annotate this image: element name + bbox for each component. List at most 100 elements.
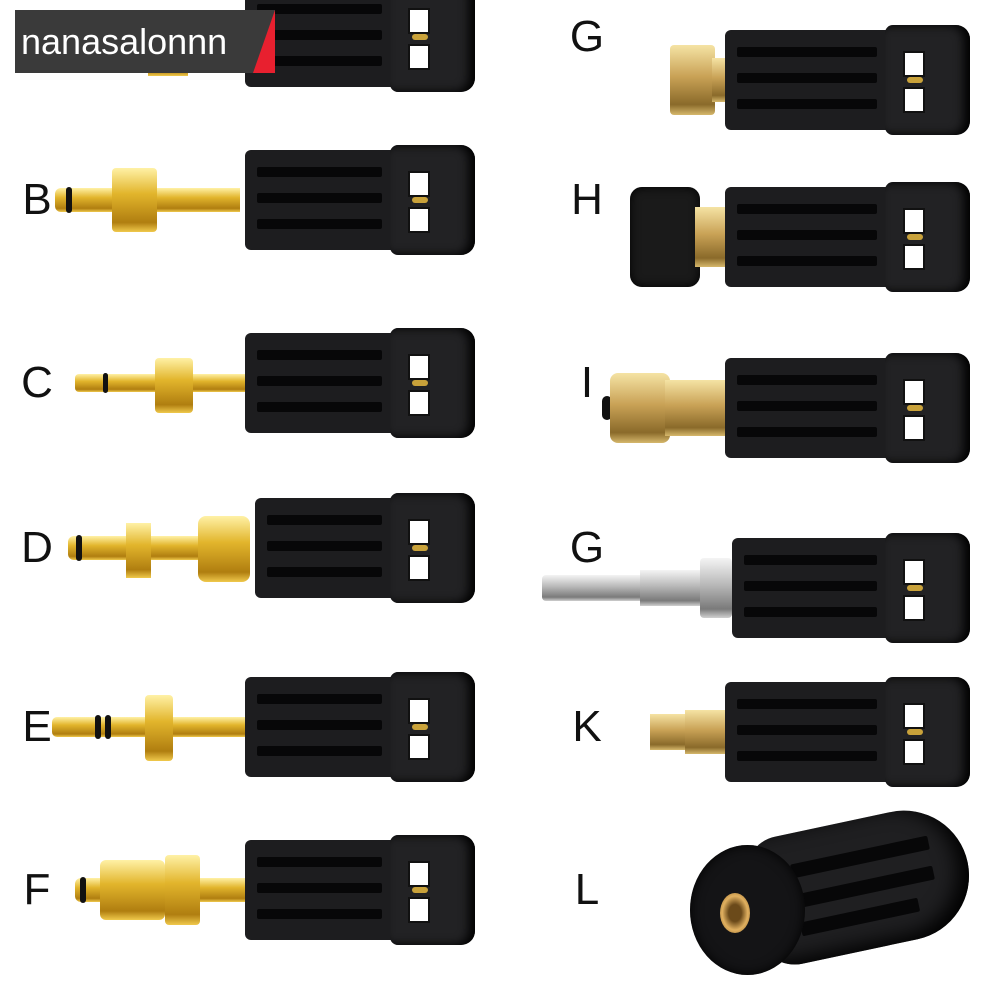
gold-hex bbox=[165, 855, 200, 925]
lock-pin bbox=[412, 545, 428, 551]
adapter-body bbox=[245, 835, 475, 945]
rib-slot bbox=[737, 99, 877, 109]
rib-slot bbox=[744, 581, 877, 591]
gold-lug bbox=[126, 523, 151, 578]
rib-slot bbox=[257, 720, 382, 730]
adapter-body bbox=[245, 672, 475, 782]
lock-pin bbox=[412, 887, 428, 893]
rib-slot bbox=[257, 909, 382, 919]
adapter-body bbox=[245, 0, 475, 92]
gold-collar bbox=[198, 516, 250, 582]
rib-slot bbox=[257, 746, 382, 756]
o-ring bbox=[76, 535, 82, 561]
lock-window bbox=[903, 739, 925, 765]
lock-window bbox=[903, 51, 925, 77]
lock-pin bbox=[412, 197, 428, 203]
brass-neck bbox=[712, 58, 727, 102]
lock-window bbox=[408, 861, 430, 887]
lock-window bbox=[408, 734, 430, 760]
o-ring bbox=[80, 877, 86, 903]
rib-slot bbox=[744, 607, 877, 617]
brass-thread bbox=[670, 45, 715, 115]
rib-slot bbox=[737, 230, 877, 240]
rib-slot bbox=[267, 515, 382, 525]
watermark: nanasalonnn bbox=[15, 10, 275, 73]
lock-pin bbox=[907, 234, 923, 240]
lock-window bbox=[408, 555, 430, 581]
adapter-body bbox=[255, 493, 475, 603]
lock-pin bbox=[907, 405, 923, 411]
brass-hex bbox=[665, 380, 727, 436]
rib-slot bbox=[737, 725, 877, 735]
rib-slot bbox=[737, 427, 877, 437]
adapter-body bbox=[732, 533, 970, 643]
lock-window bbox=[408, 207, 430, 233]
o-ring bbox=[602, 396, 612, 420]
end-cap bbox=[390, 0, 475, 92]
gold-lug bbox=[155, 358, 193, 413]
item-label: H bbox=[571, 175, 603, 224]
rib-slot bbox=[257, 402, 382, 412]
lock-window bbox=[408, 44, 430, 70]
steel-plug-body bbox=[640, 570, 705, 606]
lock-window bbox=[903, 703, 925, 729]
rib-slot bbox=[267, 567, 382, 577]
brass-thread bbox=[650, 714, 690, 750]
item-label: L bbox=[574, 865, 600, 914]
item-label: B bbox=[22, 175, 52, 224]
item-label: G bbox=[569, 12, 605, 61]
lock-pin bbox=[412, 380, 428, 386]
adapter-body bbox=[725, 677, 970, 787]
item-label: E bbox=[22, 702, 52, 751]
lock-window bbox=[408, 354, 430, 380]
gold-lug bbox=[112, 168, 157, 232]
rib-slot bbox=[257, 56, 382, 66]
lock-window bbox=[903, 208, 925, 234]
lock-window bbox=[903, 379, 925, 405]
steel-hex bbox=[700, 558, 732, 618]
rib-slot bbox=[737, 751, 877, 761]
end-cap bbox=[390, 835, 475, 945]
item-label: K bbox=[572, 702, 602, 751]
end-cap bbox=[390, 145, 475, 255]
lock-pin bbox=[907, 77, 923, 83]
lock-pin bbox=[412, 724, 428, 730]
adapter-body bbox=[245, 328, 475, 438]
lock-window bbox=[408, 519, 430, 545]
rib-slot bbox=[257, 167, 382, 177]
lock-window bbox=[408, 698, 430, 724]
lock-window bbox=[408, 897, 430, 923]
gold-knurled-body bbox=[100, 860, 165, 920]
o-ring bbox=[105, 715, 111, 739]
lock-window bbox=[903, 595, 925, 621]
end-cap bbox=[390, 328, 475, 438]
rib-slot bbox=[257, 883, 382, 893]
item-label: D bbox=[21, 523, 53, 572]
o-ring bbox=[66, 187, 72, 213]
gold-lug bbox=[145, 695, 173, 761]
item-label: G bbox=[569, 523, 605, 572]
rib-slot bbox=[257, 4, 382, 14]
rib-slot bbox=[737, 401, 877, 411]
o-ring bbox=[103, 373, 108, 393]
adapter-body bbox=[725, 25, 970, 135]
item-label: F bbox=[23, 865, 51, 914]
watermark-accent bbox=[253, 10, 275, 73]
lock-pin bbox=[907, 729, 923, 735]
lock-window bbox=[903, 415, 925, 441]
end-cap bbox=[885, 353, 970, 463]
adapter-body bbox=[725, 353, 970, 463]
lock-window bbox=[903, 87, 925, 113]
steel-plug-tip bbox=[542, 575, 642, 601]
end-cap bbox=[885, 677, 970, 787]
adapter-body bbox=[725, 182, 970, 292]
end-cap bbox=[885, 182, 970, 292]
adapter-l-angled-view bbox=[690, 798, 982, 975]
end-cap bbox=[885, 533, 970, 643]
rib-slot bbox=[737, 73, 877, 83]
rib-slot bbox=[737, 47, 877, 57]
rib-slot bbox=[257, 376, 382, 386]
lock-window bbox=[903, 559, 925, 585]
end-cap bbox=[390, 493, 475, 603]
end-cap bbox=[885, 25, 970, 135]
